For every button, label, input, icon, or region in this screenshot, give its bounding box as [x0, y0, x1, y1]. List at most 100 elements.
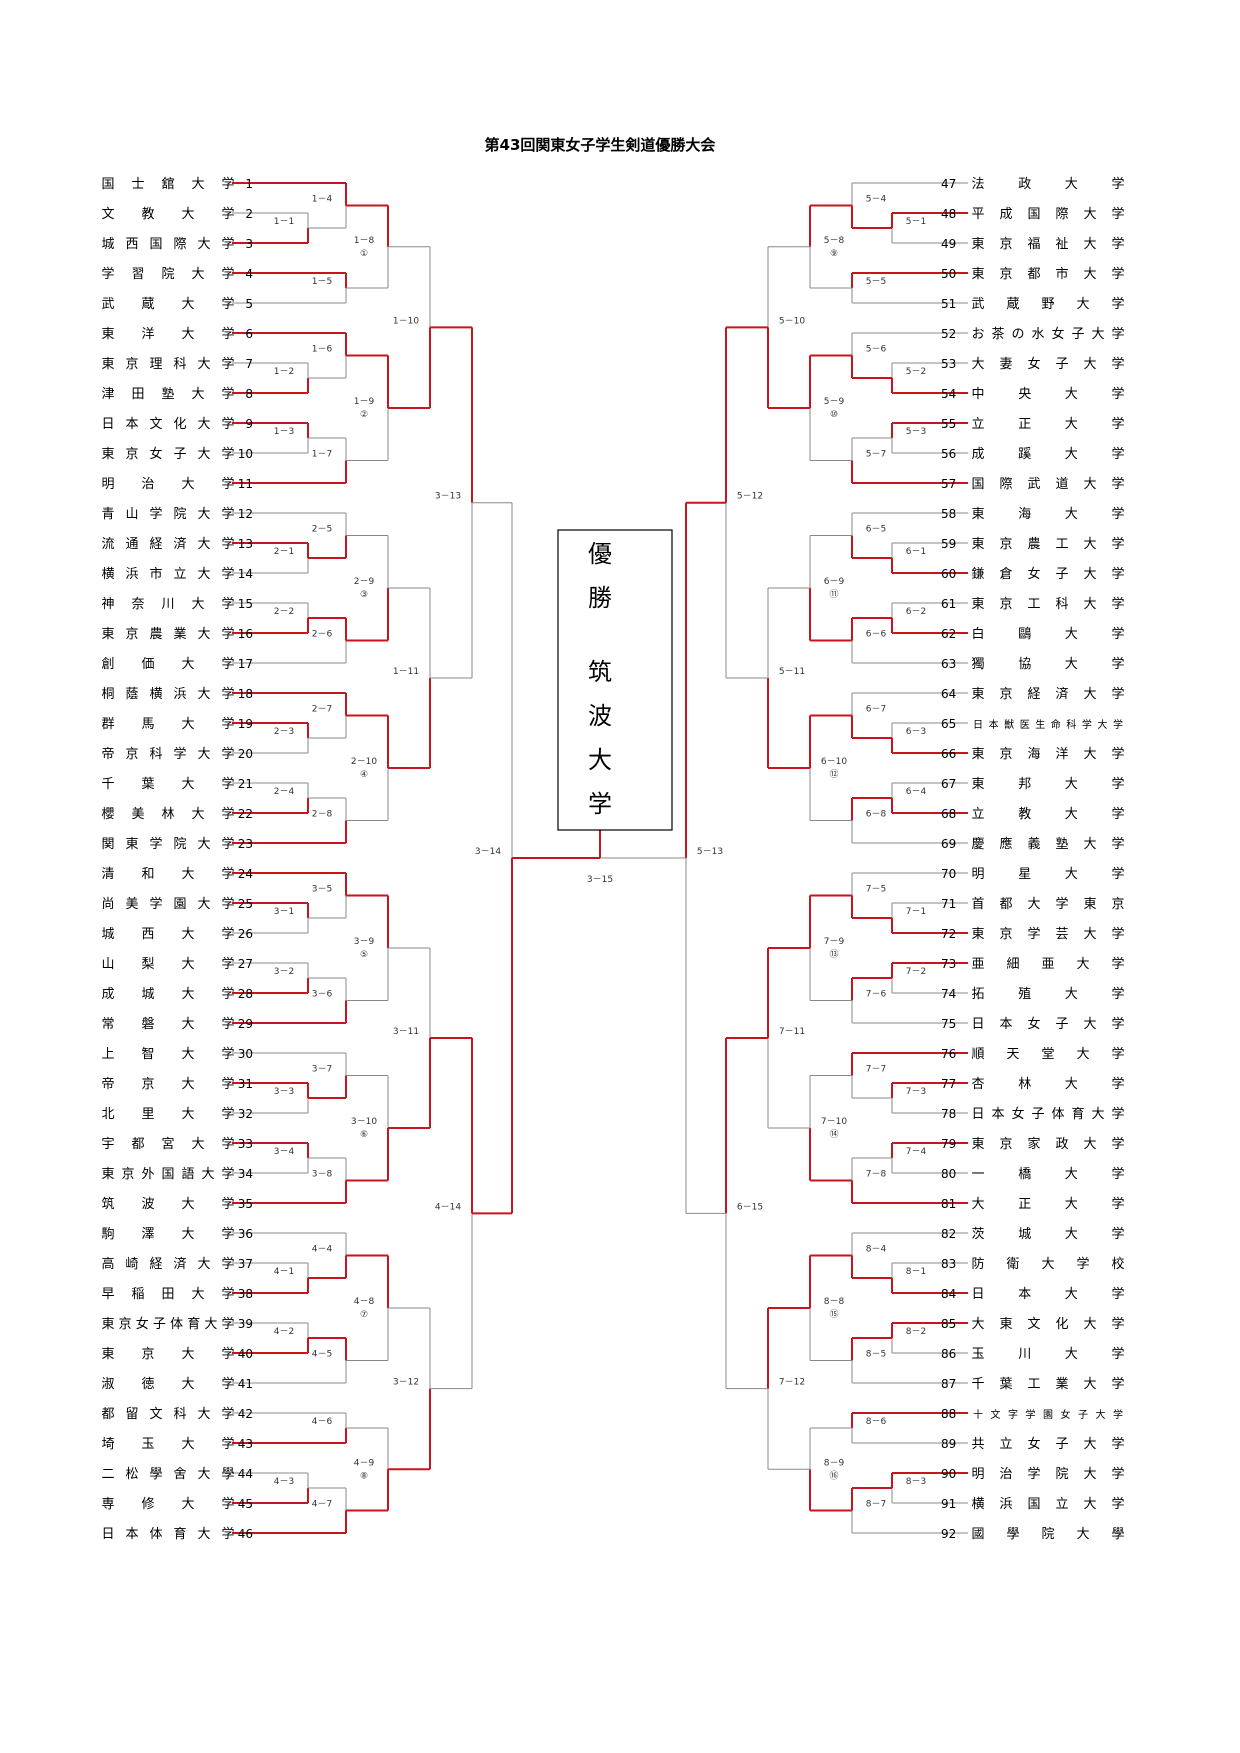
team-name: 東京女子大学 — [101, 446, 234, 462]
match-label: 6－6 — [866, 630, 887, 640]
final-label: 3－15 — [587, 875, 613, 885]
team-number: 5 — [245, 297, 253, 311]
match-label: 8－5 — [866, 1350, 886, 1360]
team-name: 日本女子大学 — [971, 1016, 1124, 1032]
match-label: 5－11 — [779, 667, 805, 677]
team-name: 都留文科大学 — [101, 1406, 234, 1422]
team-number: 6 — [245, 327, 253, 341]
team-name: 櫻美林大学 — [101, 806, 234, 822]
match-label: 4－1 — [274, 1267, 294, 1277]
team-name: 白鷗大学 — [971, 626, 1124, 642]
match-label: 6－5 — [866, 525, 886, 535]
match-label: 1－1 — [274, 217, 294, 227]
match-label: 1－4 — [312, 195, 333, 205]
match-label: 7－2 — [906, 967, 926, 977]
team-number: 79 — [941, 1137, 956, 1151]
team-number: 26 — [238, 927, 253, 941]
team-number: 50 — [941, 267, 956, 281]
court-number: ② — [360, 410, 368, 420]
team-name: 帝京科学大学 — [101, 746, 234, 762]
team-number: 39 — [238, 1317, 253, 1331]
team-name: 青山学院大学 — [101, 506, 234, 522]
match-label: 1－2 — [274, 367, 294, 377]
match-label: 3－14 — [475, 847, 501, 857]
team-name: 平成国際大学 — [971, 206, 1124, 222]
team-number: 19 — [238, 717, 253, 731]
team-name: 國學院大學 — [971, 1527, 1124, 1542]
team-number: 15 — [238, 597, 253, 611]
team-name: 立教大学 — [971, 806, 1124, 822]
team-name: 大正大学 — [971, 1196, 1124, 1212]
match-label: 7－4 — [906, 1147, 927, 1157]
team-name: 高崎経済大学 — [101, 1256, 234, 1272]
match-label: 1－8 — [354, 236, 375, 246]
match-label: 4－7 — [312, 1500, 332, 1510]
team-number: 77 — [941, 1077, 956, 1091]
match-label: 1－6 — [312, 345, 333, 355]
team-name: 群馬大学 — [101, 716, 234, 732]
court-number: ⑫ — [829, 769, 838, 780]
team-name: 清和大学 — [101, 866, 234, 882]
match-label: 7－5 — [866, 885, 886, 895]
team-name: 東京海洋大学 — [971, 746, 1124, 762]
team-name: 駒澤大学 — [101, 1226, 234, 1242]
match-label: 2－10 — [351, 757, 377, 767]
match-label: 5－2 — [906, 367, 926, 377]
team-name: 立正大学 — [971, 416, 1124, 432]
team-number: 13 — [238, 537, 253, 551]
match-label: 8－6 — [866, 1417, 887, 1427]
team-number: 25 — [238, 897, 253, 911]
team-number: 71 — [941, 897, 956, 911]
team-name: 東京大学 — [101, 1346, 234, 1362]
match-label: 5－7 — [866, 450, 886, 460]
team-name: 十文字学園女子大学 — [973, 1408, 1123, 1421]
team-name: 明治学院大学 — [971, 1466, 1124, 1482]
match-label: 3－5 — [312, 885, 332, 895]
match-label: 5－1 — [906, 217, 926, 227]
court-number: ⑧ — [360, 1471, 368, 1481]
match-label: 1－3 — [274, 427, 294, 437]
team-number: 76 — [941, 1047, 956, 1061]
court-number: ③ — [360, 590, 368, 600]
team-number: 59 — [941, 537, 956, 551]
team-name: 慶應義塾大学 — [971, 836, 1124, 852]
team-name: 常磐大学 — [101, 1016, 234, 1032]
team-name: 淑徳大学 — [101, 1376, 234, 1392]
team-name: 日本女子体育大学 — [971, 1106, 1124, 1122]
court-number: ⑤ — [360, 950, 368, 960]
match-label: 8－3 — [906, 1477, 926, 1487]
team-name: 尚美学園大学 — [101, 896, 234, 912]
team-name: 杏林大学 — [971, 1076, 1124, 1092]
team-number: 23 — [238, 837, 253, 851]
team-number: 36 — [238, 1227, 253, 1241]
team-name: 明治大学 — [101, 476, 234, 492]
team-number: 85 — [941, 1317, 956, 1331]
team-name: 中央大学 — [971, 386, 1124, 402]
team-name: 流通経済大学 — [101, 536, 234, 552]
team-name: 学習院大学 — [101, 266, 234, 282]
team-number: 42 — [238, 1407, 253, 1421]
team-number: 91 — [941, 1497, 956, 1511]
court-number: ⑥ — [360, 1130, 368, 1140]
team-name: 防衛大学校 — [971, 1256, 1124, 1272]
team-number: 69 — [941, 837, 956, 851]
court-number: ⑬ — [829, 949, 838, 960]
team-name: 東海大学 — [971, 506, 1124, 522]
team-number: 64 — [941, 687, 956, 701]
team-name: 筑波大学 — [101, 1196, 234, 1212]
match-label: 2－7 — [312, 705, 332, 715]
team-name: 横浜市立大学 — [101, 566, 234, 582]
match-label: 8－4 — [866, 1245, 887, 1255]
match-label: 3－12 — [393, 1378, 419, 1388]
team-name: 横浜国立大学 — [971, 1496, 1124, 1512]
team-number: 1 — [245, 177, 253, 191]
team-name: 関東学院大学 — [101, 836, 234, 852]
team-name: 一橋大学 — [971, 1166, 1124, 1182]
match-label: 5－9 — [824, 397, 845, 407]
match-label: 4－9 — [354, 1458, 375, 1468]
team-number: 75 — [941, 1017, 956, 1031]
court-number: ⑮ — [829, 1309, 838, 1320]
team-number: 32 — [238, 1107, 253, 1121]
team-name: 東邦大学 — [971, 776, 1124, 792]
team-name: 東京家政大学 — [971, 1136, 1124, 1152]
